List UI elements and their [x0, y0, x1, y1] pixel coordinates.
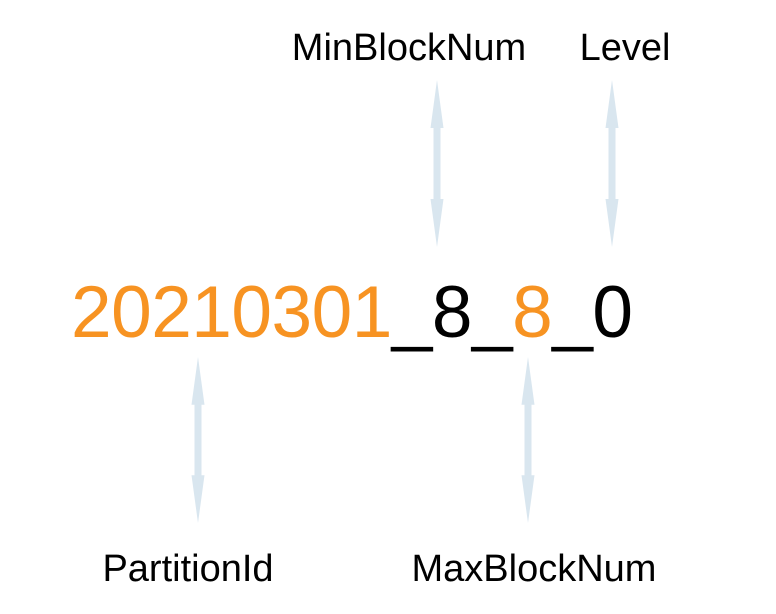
separator-3: _ [552, 272, 593, 353]
label-level: Level [579, 27, 671, 69]
separator-1: _ [391, 272, 433, 353]
segment-partition-id: 20210301 [71, 272, 392, 353]
label-partition-id: PartitionId [102, 548, 274, 590]
separator-2: _ [472, 272, 513, 353]
label-max-block-num: MaxBlockNum [411, 548, 657, 590]
segment-max-block-num: 8 [512, 272, 553, 353]
segment-min-block-num: 8 [431, 272, 473, 353]
double-arrow-level-icon [605, 80, 619, 247]
part-name-text: 20210301_8_8_0 [71, 276, 633, 349]
double-arrow-min-block-num-icon [430, 80, 444, 247]
segment-level: 0 [592, 272, 633, 353]
double-arrow-partition-id-icon [191, 357, 205, 523]
double-arrow-max-block-num-icon [521, 357, 535, 523]
label-min-block-num: MinBlockNum [291, 27, 527, 69]
